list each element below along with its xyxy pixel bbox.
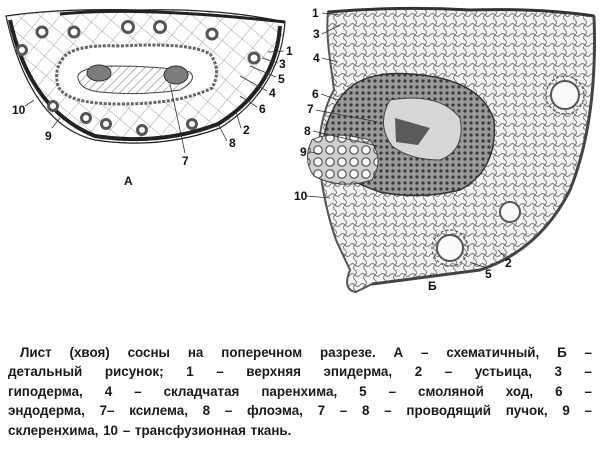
panel-a-callout-5: 5 — [278, 72, 285, 86]
panel-a-label: А — [124, 174, 133, 188]
panel-a-callout-1: 1 — [286, 44, 293, 58]
panel-a-schematic — [5, 9, 286, 154]
panel-a-callout-2: 2 — [243, 123, 250, 137]
panel-b-callout-4: 4 — [313, 51, 320, 65]
diagram-drawings — [5, 6, 596, 294]
panel-a-callout-3: 3 — [279, 57, 286, 71]
pine-needle-cross-section-figure: 1 3 5 4 6 2 8 7 9 10 А 1 3 4 6 7 8 9 10 … — [5, 6, 596, 294]
caption-line-4: эндодерма, 7– ксилема, 8 – флоэма, 7 – 8… — [8, 403, 592, 419]
panel-b-callout-6: 6 — [312, 87, 319, 101]
panel-a-callout-4: 4 — [269, 86, 276, 100]
panel-a-callout-6: 6 — [259, 102, 266, 116]
panel-b-callout-2: 2 — [505, 256, 512, 270]
panel-b-callout-3: 3 — [313, 27, 320, 41]
panel-a-callout-9: 9 — [45, 129, 52, 143]
panel-b-detailed — [306, 6, 596, 294]
figure-caption: Лист (хвоя) сосны на поперечном разрезе.… — [8, 343, 592, 440]
caption-line-2: детальный рисунок; 1 – верхняя эпидерма,… — [8, 364, 592, 380]
panel-a-callout-7: 7 — [182, 154, 189, 168]
caption-line-1: Лист (хвоя) сосны на поперечном разрезе.… — [20, 345, 592, 360]
caption-line-5: склеренхима, 10 – трансфузионная ткань. — [8, 422, 292, 438]
panel-b-callout-7: 7 — [307, 102, 314, 116]
caption-line-3: гиподерма, 4 – складчатая паренхима, 5 –… — [8, 383, 592, 399]
panel-a-callout-10: 10 — [12, 103, 26, 117]
panel-b-callout-5: 5 — [485, 267, 492, 281]
panel-a-callout-8: 8 — [229, 136, 236, 150]
panel-b-callout-9: 9 — [300, 145, 307, 159]
panel-b-callout-8: 8 — [304, 124, 311, 138]
panel-b-callout-1: 1 — [312, 6, 319, 20]
panel-b-callout-10: 10 — [294, 189, 308, 203]
panel-b-label: Б — [428, 279, 437, 293]
